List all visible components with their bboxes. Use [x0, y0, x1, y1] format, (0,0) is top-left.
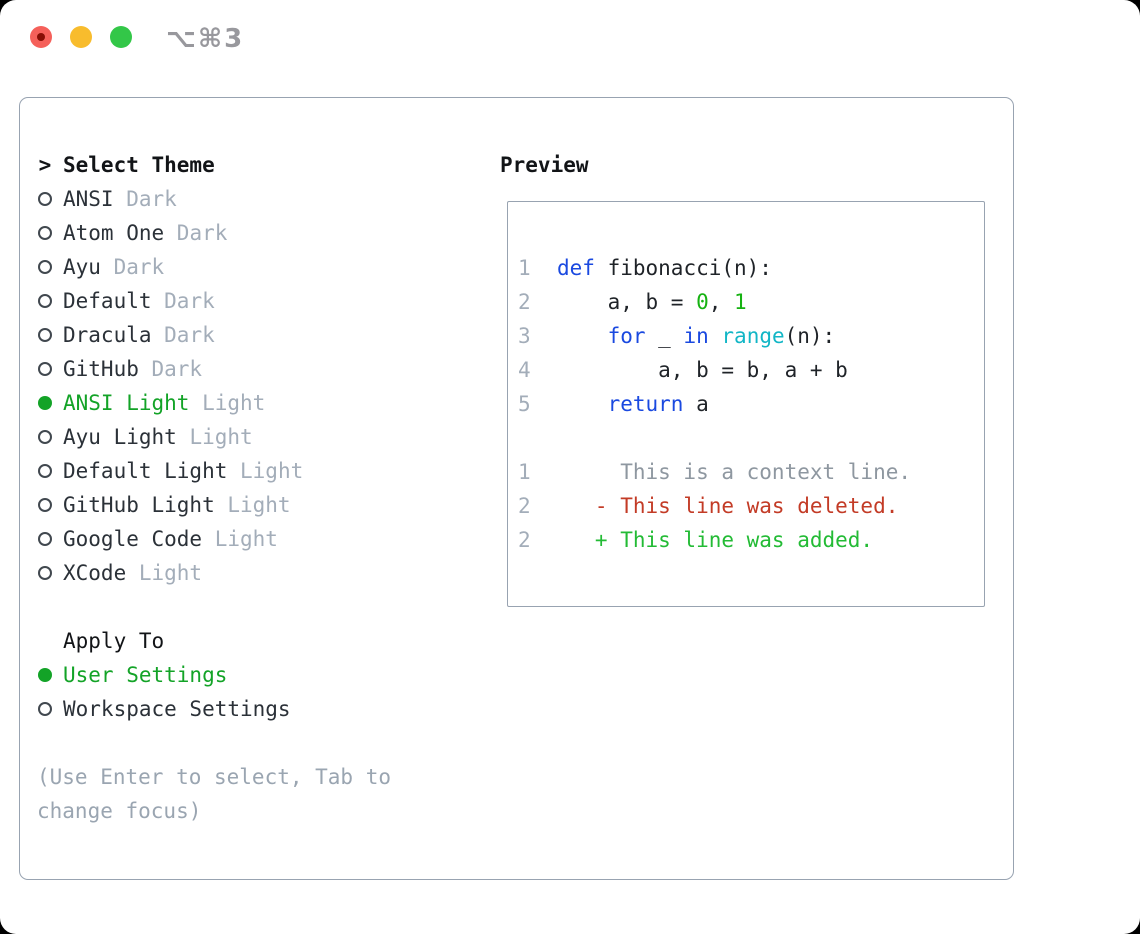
theme-option[interactable]: Dracula Dark — [37, 318, 487, 352]
apply-to-heading-label: Apply To — [63, 629, 165, 653]
keyboard-hint-text: (Use Enter to select, Tab to change focu… — [37, 765, 392, 823]
option-tag: Light — [214, 493, 291, 517]
option-label: ANSI Light Light — [63, 391, 266, 415]
code-text: def fibonacci(n): — [557, 256, 772, 280]
line-number: 3 — [518, 324, 531, 348]
code-text: This is a context line. — [557, 460, 912, 484]
theme-option[interactable]: Default Dark — [37, 284, 487, 318]
apply-to-heading: Apply To — [37, 624, 487, 658]
select-theme-heading-label: Select Theme — [63, 153, 215, 177]
radio-unselected-icon — [38, 328, 52, 342]
option-label: Default Dark — [63, 289, 215, 313]
apply-option[interactable]: Workspace Settings — [37, 692, 487, 726]
radio-unselected-icon — [38, 294, 52, 308]
apply-option[interactable]: User Settings — [37, 658, 487, 692]
option-tag: Light — [189, 391, 266, 415]
option-label: Default Light Light — [63, 459, 304, 483]
code-text: a, b = 0, 1 — [557, 290, 747, 314]
option-label: User Settings — [63, 663, 228, 687]
line-number: 5 — [518, 392, 531, 416]
option-label: Atom One Dark — [63, 221, 228, 245]
option-tag: Dark — [138, 357, 203, 381]
radio-unselected-icon — [38, 464, 52, 478]
close-button-icon[interactable] — [30, 26, 52, 48]
option-label: XCode Light — [63, 561, 203, 585]
radio-selected-icon — [38, 668, 52, 682]
option-label: Workspace Settings — [63, 697, 291, 721]
code-line — [518, 421, 984, 455]
minimize-button-icon[interactable] — [70, 26, 92, 48]
option-tag: Dark — [113, 187, 177, 211]
option-tag: Dark — [151, 289, 215, 313]
theme-option[interactable]: Atom One Dark — [37, 216, 487, 250]
line-number: 2 — [518, 290, 531, 314]
option-label: GitHub Light Light — [63, 493, 291, 517]
theme-option[interactable]: Default Light Light — [37, 454, 487, 488]
code-text: for _ in range(n): — [607, 324, 836, 348]
option-tag: Light — [126, 561, 203, 585]
option-tag: Light — [227, 459, 304, 483]
radio-unselected-icon — [38, 702, 52, 716]
theme-option[interactable]: GitHub Dark — [37, 352, 487, 386]
option-tag: Dark — [151, 323, 215, 347]
code-text: return a — [607, 392, 709, 416]
radio-unselected-icon — [38, 430, 52, 444]
option-tag: Dark — [164, 221, 228, 245]
code-line: 5 return a — [518, 387, 984, 421]
line-number: 4 — [518, 358, 531, 382]
line-number: 1 — [518, 256, 531, 280]
option-label: Ayu Light Light — [63, 425, 253, 449]
theme-option[interactable]: ANSI Dark — [37, 182, 487, 216]
line-number: 1 — [518, 460, 531, 484]
titlebar: ⌥⌘3 — [0, 0, 1140, 70]
line-number: 2 — [518, 494, 531, 518]
code-line: 2 - This line was deleted. — [518, 489, 984, 523]
option-label: ANSI Dark — [63, 187, 177, 211]
code-line: 4 a, b = b, a + b — [518, 353, 984, 387]
option-label: Dracula Dark — [63, 323, 215, 347]
theme-option[interactable]: Ayu Dark — [37, 250, 487, 284]
theme-option[interactable]: Google Code Light — [37, 522, 487, 556]
spacer — [37, 590, 487, 624]
option-label: Ayu Dark — [63, 255, 165, 279]
option-tag: Light — [202, 527, 278, 551]
code-text: a, b = b, a + b — [557, 358, 848, 382]
option-label: Google Code Light — [63, 527, 278, 551]
radio-unselected-icon — [38, 226, 52, 240]
radio-unselected-icon — [38, 362, 52, 376]
theme-option[interactable]: GitHub Light Light — [37, 488, 487, 522]
radio-unselected-icon — [38, 566, 52, 580]
radio-selected-icon — [38, 396, 52, 410]
zoom-button-icon[interactable] — [110, 26, 132, 48]
preview-heading-label: Preview — [500, 153, 589, 177]
code-line: 1 This is a context line. — [518, 455, 984, 489]
radio-unselected-icon — [38, 532, 52, 546]
option-label: GitHub Dark — [63, 357, 203, 381]
radio-unselected-icon — [38, 498, 52, 512]
radio-unselected-icon — [38, 192, 52, 206]
theme-option[interactable]: Ayu Light Light — [37, 420, 487, 454]
prompt-icon: > — [38, 153, 52, 177]
code-line: 2 + This line was added. — [518, 523, 984, 557]
option-tag: Dark — [100, 255, 165, 279]
theme-option[interactable]: ANSI Light Light — [37, 386, 487, 420]
radio-unselected-icon — [38, 260, 52, 274]
line-number: 2 — [518, 528, 531, 552]
window-shortcut-label: ⌥⌘3 — [166, 24, 245, 54]
code-line: 2 a, b = 0, 1 — [518, 285, 984, 319]
code-line: 3 for _ in range(n): — [518, 319, 984, 353]
code-text: - This line was deleted. — [557, 494, 899, 518]
select-theme-heading: > Select Theme — [37, 148, 487, 182]
code-text: + This line was added. — [557, 528, 874, 552]
option-tag: Light — [176, 425, 253, 449]
code-line: 1 def fibonacci(n): — [518, 251, 984, 285]
theme-option[interactable]: XCode Light — [37, 556, 487, 590]
